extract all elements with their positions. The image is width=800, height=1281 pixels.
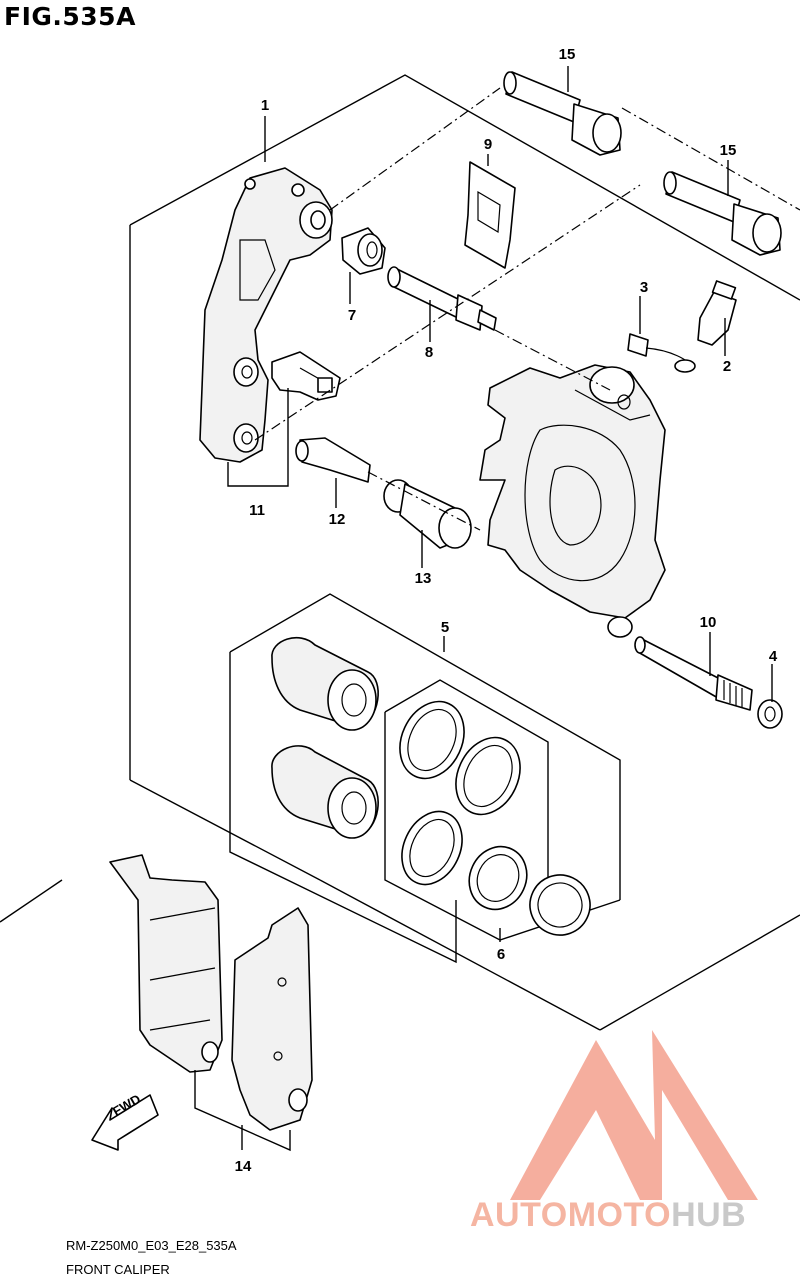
sleeve-part [383, 479, 472, 549]
caliper-body-part [479, 364, 666, 638]
boot-part [341, 227, 386, 275]
brake-pad-part-right [231, 907, 313, 1131]
callout-2: 2 [722, 358, 732, 375]
pin-cap-part [757, 699, 783, 729]
assembly-outline-box [0, 74, 800, 1031]
pad-spring-part [271, 351, 341, 401]
brake-pad-part-left [109, 854, 223, 1073]
watermark-text: AUTOMOTOHUB [470, 1196, 746, 1235]
diagram-code: RM-Z250M0_E03_E28_535A [66, 1238, 237, 1253]
caliper-bracket-part [199, 167, 333, 463]
callout-15-lower: 15 [719, 142, 737, 159]
pad-retainer-part [464, 161, 516, 269]
callout-11: 11 [249, 502, 265, 519]
callout-9: 9 [483, 136, 493, 153]
pad-pin-part [295, 437, 371, 483]
callout-6: 6 [496, 946, 506, 963]
callout-14: 14 [234, 1158, 252, 1175]
slide-pin-part [387, 266, 497, 331]
callout-7: 7 [347, 307, 357, 324]
piston-part-upper [271, 636, 379, 731]
callout-4: 4 [768, 648, 778, 665]
piston-seal-rings [399, 700, 591, 936]
callout-12: 12 [328, 511, 346, 528]
bolt-part-lower [663, 171, 782, 256]
watermark-text-part1: AUTOMOTO [470, 1196, 672, 1234]
bleeder-valve-part [697, 280, 737, 346]
callout-15-upper: 15 [558, 46, 576, 63]
bleeder-cap-part [627, 333, 696, 373]
alignment-dashed-lines [254, 87, 800, 531]
callout-1: 1 [260, 97, 270, 114]
callout-10: 10 [699, 614, 717, 631]
callout-5: 5 [440, 619, 450, 636]
bolt-part-upper [503, 71, 622, 156]
callout-8: 8 [424, 344, 434, 361]
figure-title: FIG.535A [4, 2, 136, 31]
callout-3: 3 [639, 279, 649, 296]
leader-lines [194, 66, 773, 1152]
watermark-logo-icon [510, 1030, 758, 1200]
forward-arrow-icon [91, 1094, 159, 1151]
watermark-text-part2: HUB [671, 1196, 747, 1234]
diagram-name: FRONT CALIPER [66, 1262, 170, 1277]
piston-part-lower [271, 745, 379, 839]
callout-13: 13 [414, 570, 432, 587]
caliper-pin-part [634, 636, 753, 711]
